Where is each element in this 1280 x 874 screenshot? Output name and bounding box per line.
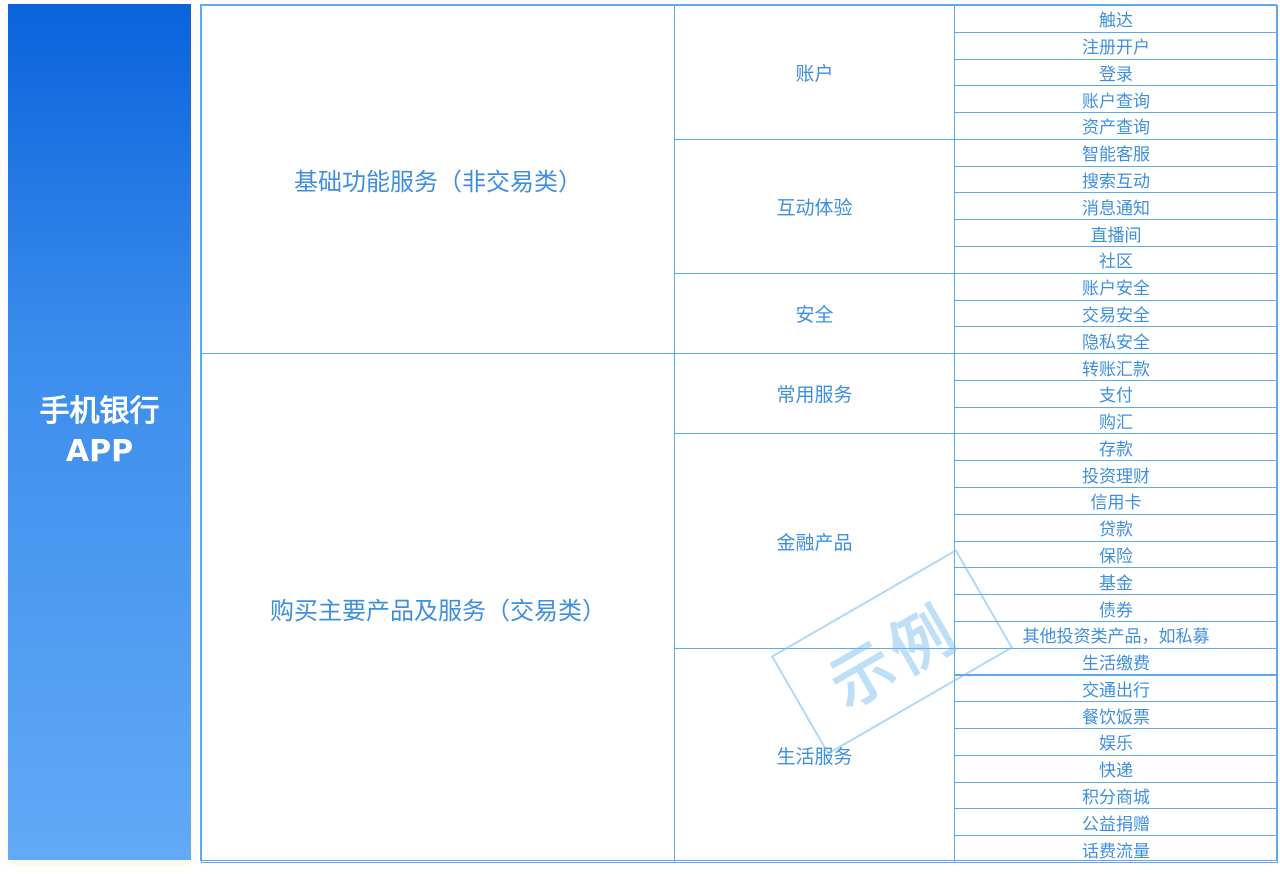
item-node: 转账汇款	[954, 353, 1278, 381]
group-node: 互动体验	[674, 138, 955, 274]
group-node: 账户	[674, 5, 955, 140]
function-tree: 基础功能服务（非交易类）账户触达注册开户登录账户查询资产查询互动体验智能客服搜索…	[200, 4, 1278, 863]
group-node: 金融产品	[674, 433, 955, 649]
root-title-line1: 手机银行	[39, 394, 160, 429]
item-node: 基金	[954, 567, 1278, 596]
item-node: 公益捐赠	[954, 808, 1278, 837]
item-node: 生活缴费	[954, 647, 1278, 676]
item-node: 保险	[954, 540, 1278, 569]
category-node: 购买主要产品及服务（交易类）	[201, 353, 675, 863]
root-node-mobile-banking-app: 手机银行 APP	[8, 4, 191, 860]
item-node: 交通出行	[954, 674, 1278, 703]
group-node: 常用服务	[674, 353, 955, 435]
item-node: 登录	[954, 58, 1278, 87]
item-node: 贷款	[954, 513, 1278, 542]
item-node: 账户安全	[954, 272, 1278, 301]
item-node: 消息通知	[954, 192, 1278, 221]
root-title-line2: APP	[65, 434, 134, 469]
item-node: 债券	[954, 594, 1278, 622]
item-node: 存款	[954, 433, 1278, 462]
item-node: 搜索互动	[954, 165, 1278, 194]
item-node: 注册开户	[954, 31, 1278, 60]
item-node: 购汇	[954, 406, 1278, 435]
item-node: 交易安全	[954, 299, 1278, 328]
item-node: 支付	[954, 379, 1278, 408]
group-node: 生活服务	[674, 647, 955, 863]
item-node: 话费流量	[954, 835, 1278, 863]
category-node: 基础功能服务（非交易类）	[201, 5, 675, 355]
item-node: 触达	[954, 5, 1278, 33]
item-node: 隐私安全	[954, 326, 1278, 355]
item-node: 积分商城	[954, 781, 1278, 810]
item-node: 社区	[954, 246, 1278, 274]
item-node: 娱乐	[954, 728, 1278, 756]
item-node: 直播间	[954, 219, 1278, 247]
item-node: 信用卡	[954, 487, 1278, 515]
item-node: 账户查询	[954, 85, 1278, 114]
item-node: 智能客服	[954, 138, 1278, 167]
item-node: 投资理财	[954, 460, 1278, 489]
item-node: 资产查询	[954, 112, 1278, 140]
item-node: 其他投资类产品，如私募	[954, 620, 1278, 649]
item-node: 餐饮饭票	[954, 701, 1278, 730]
item-node: 快递	[954, 754, 1278, 783]
group-node: 安全	[674, 272, 955, 355]
